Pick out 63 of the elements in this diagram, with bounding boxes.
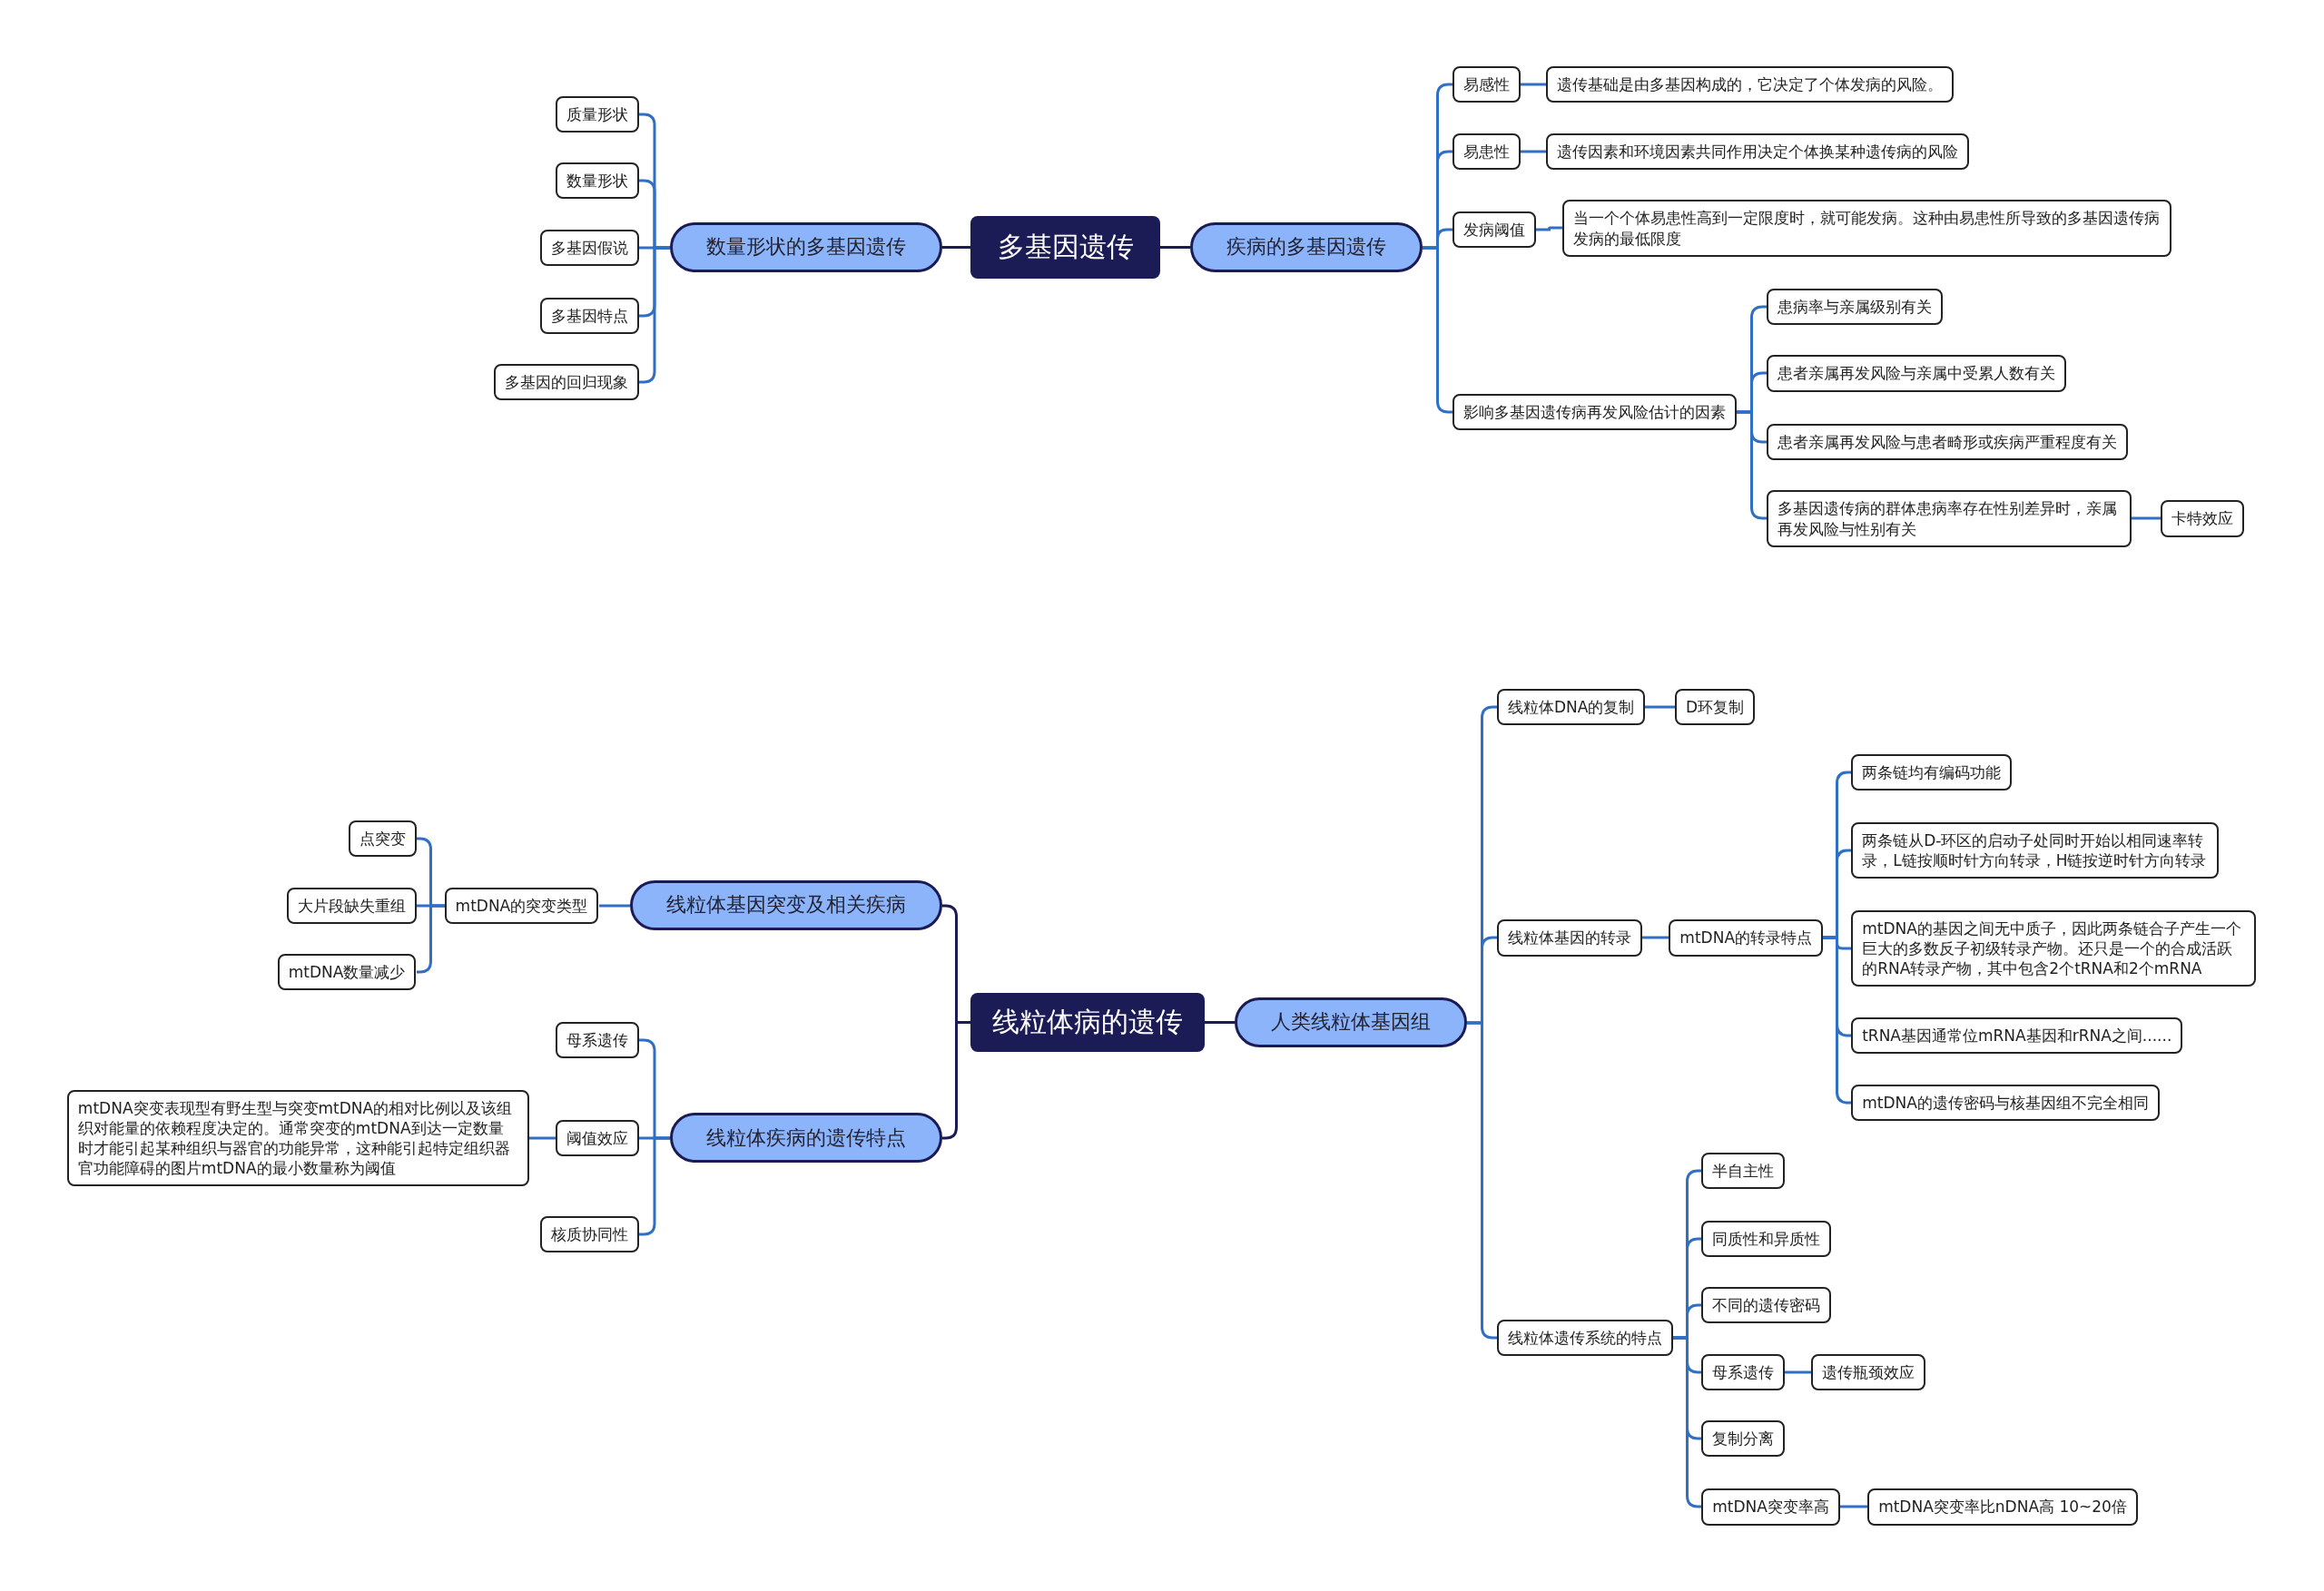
- connector-line: [1840, 1505, 1867, 1508]
- text-box: 发病阈值: [1452, 211, 1536, 249]
- text-box: 患者亲属再发风险与亲属中受累人数有关: [1767, 355, 2067, 392]
- text-box: 卡特效应: [2161, 500, 2245, 537]
- text-box: 同质性和异质性: [1701, 1220, 1832, 1257]
- text-box: mtDNA突变率比nDNA高 10~20倍: [1867, 1488, 2138, 1526]
- connector-line: [1521, 83, 1546, 86]
- text-box: 质量形状: [555, 95, 639, 133]
- text-box: 遗传基础是由多基因构成的，它决定了个体发病的风险。: [1545, 66, 1954, 103]
- text-box: 数量形状: [555, 162, 639, 200]
- text-box: 遗传因素和环境因素共同作用决定个体换某种遗传病的风险: [1545, 133, 1969, 170]
- text-box: mtDNA突变率高: [1701, 1488, 1840, 1526]
- topic-box: 多基因遗传: [970, 216, 1161, 279]
- text-box: 阈值效应: [555, 1119, 639, 1156]
- text-box: 线粒体遗传系统的特点: [1496, 1320, 1673, 1357]
- text-box: 遗传瓶颈效应: [1811, 1353, 1926, 1390]
- connector-line: [1642, 936, 1669, 939]
- text-box: 多基因遗传病的群体患病率存在性别差异时，亲属再发风险与性别有关: [1767, 490, 2132, 547]
- connector-line: [1160, 246, 1190, 249]
- text-box: 易患性: [1452, 133, 1521, 170]
- text-box: 影响多基因遗传病再发风险估计的因素: [1452, 393, 1737, 430]
- text-box: 当一个个体易患性高到一定限度时，就可能发病。这种由易患性所导致的多基因遗传病发病的最低限度: [1561, 200, 2171, 257]
- text-box: 多基因假说: [539, 229, 639, 266]
- text-box: 点突变: [348, 820, 417, 858]
- text-box: 两条链均有编码功能: [1851, 753, 2013, 791]
- connector-line: [1785, 1370, 1811, 1374]
- text-box: 患者亲属再发风险与患者畸形或疾病严重程度有关: [1767, 423, 2129, 460]
- connector-line: [942, 246, 970, 249]
- text-box: 患病率与亲属级别有关: [1767, 288, 1944, 326]
- text-box: D环复制: [1674, 688, 1755, 725]
- text-box: 两条链从D-环区的启动子处同时开始以相同速率转录，L链按顺时针方向转录，H链按逆时针方向转录: [1851, 822, 2220, 879]
- text-box: tRNA基因通常位mRNA基因和rRNA之间......: [1851, 1017, 2183, 1055]
- text-box: 易感性: [1452, 66, 1521, 103]
- text-box: mtDNA的转录特点: [1669, 919, 1824, 957]
- connector-line: [599, 904, 630, 908]
- branch-pill: 线粒体疾病的遗传特点: [669, 1112, 943, 1164]
- text-box: 大片段缺失重组: [286, 887, 417, 924]
- text-box: mtDNA的突变类型: [444, 887, 599, 924]
- connector-line: [2132, 516, 2161, 520]
- text-box: 核质协同性: [539, 1216, 639, 1253]
- text-box: mtDNA突变表现型有野生型与突变mtDNA的相对比例以及该组织对能量的依赖程度决定的。通常突变的mtDNA到达一定数量时才能引起某种组织与器官的功能异常，这种能引起特定组织器官功能障碍的图片mtDNA的最小数量称为阈值: [66, 1089, 530, 1187]
- branch-pill: 疾病的多基因遗传: [1190, 221, 1423, 273]
- text-box: 多基因的回归现象: [493, 364, 639, 401]
- text-box: mtDNA数量减少: [277, 954, 417, 991]
- branch-pill: 人类线粒体基因组: [1235, 997, 1468, 1047]
- text-box: 线粒体DNA的复制: [1496, 688, 1646, 725]
- text-box: 母系遗传: [555, 1022, 639, 1059]
- topic-box: 线粒体病的遗传: [970, 993, 1206, 1053]
- text-box: mtDNA的遗传密码与核基因组不完全相同: [1851, 1084, 2160, 1121]
- text-box: 多基因特点: [539, 297, 639, 334]
- connector-line: [529, 1136, 556, 1140]
- text-box: 复制分离: [1701, 1420, 1786, 1458]
- connector-line: [1205, 1021, 1235, 1024]
- text-box: 线粒体基因的转录: [1496, 919, 1642, 957]
- text-box: 母系遗传: [1701, 1353, 1786, 1390]
- connector-line: [1536, 226, 1562, 231]
- connector-line: [1645, 705, 1675, 709]
- text-box: mtDNA的基因之间无中质子，因此两条链合子产生一个巨大的多数反子初级转录产物。还只是一个的合成活跃的RNA转录产物，其中包含2个tRNA和2个mRNA: [1851, 909, 2256, 987]
- branch-pill: 线粒体基因突变及相关疾病: [629, 879, 943, 931]
- branch-pill: 数量形状的多基因遗传: [669, 221, 943, 273]
- connector-line: [1521, 150, 1546, 153]
- text-box: 半自主性: [1701, 1152, 1786, 1189]
- text-box: 不同的遗传密码: [1701, 1287, 1832, 1324]
